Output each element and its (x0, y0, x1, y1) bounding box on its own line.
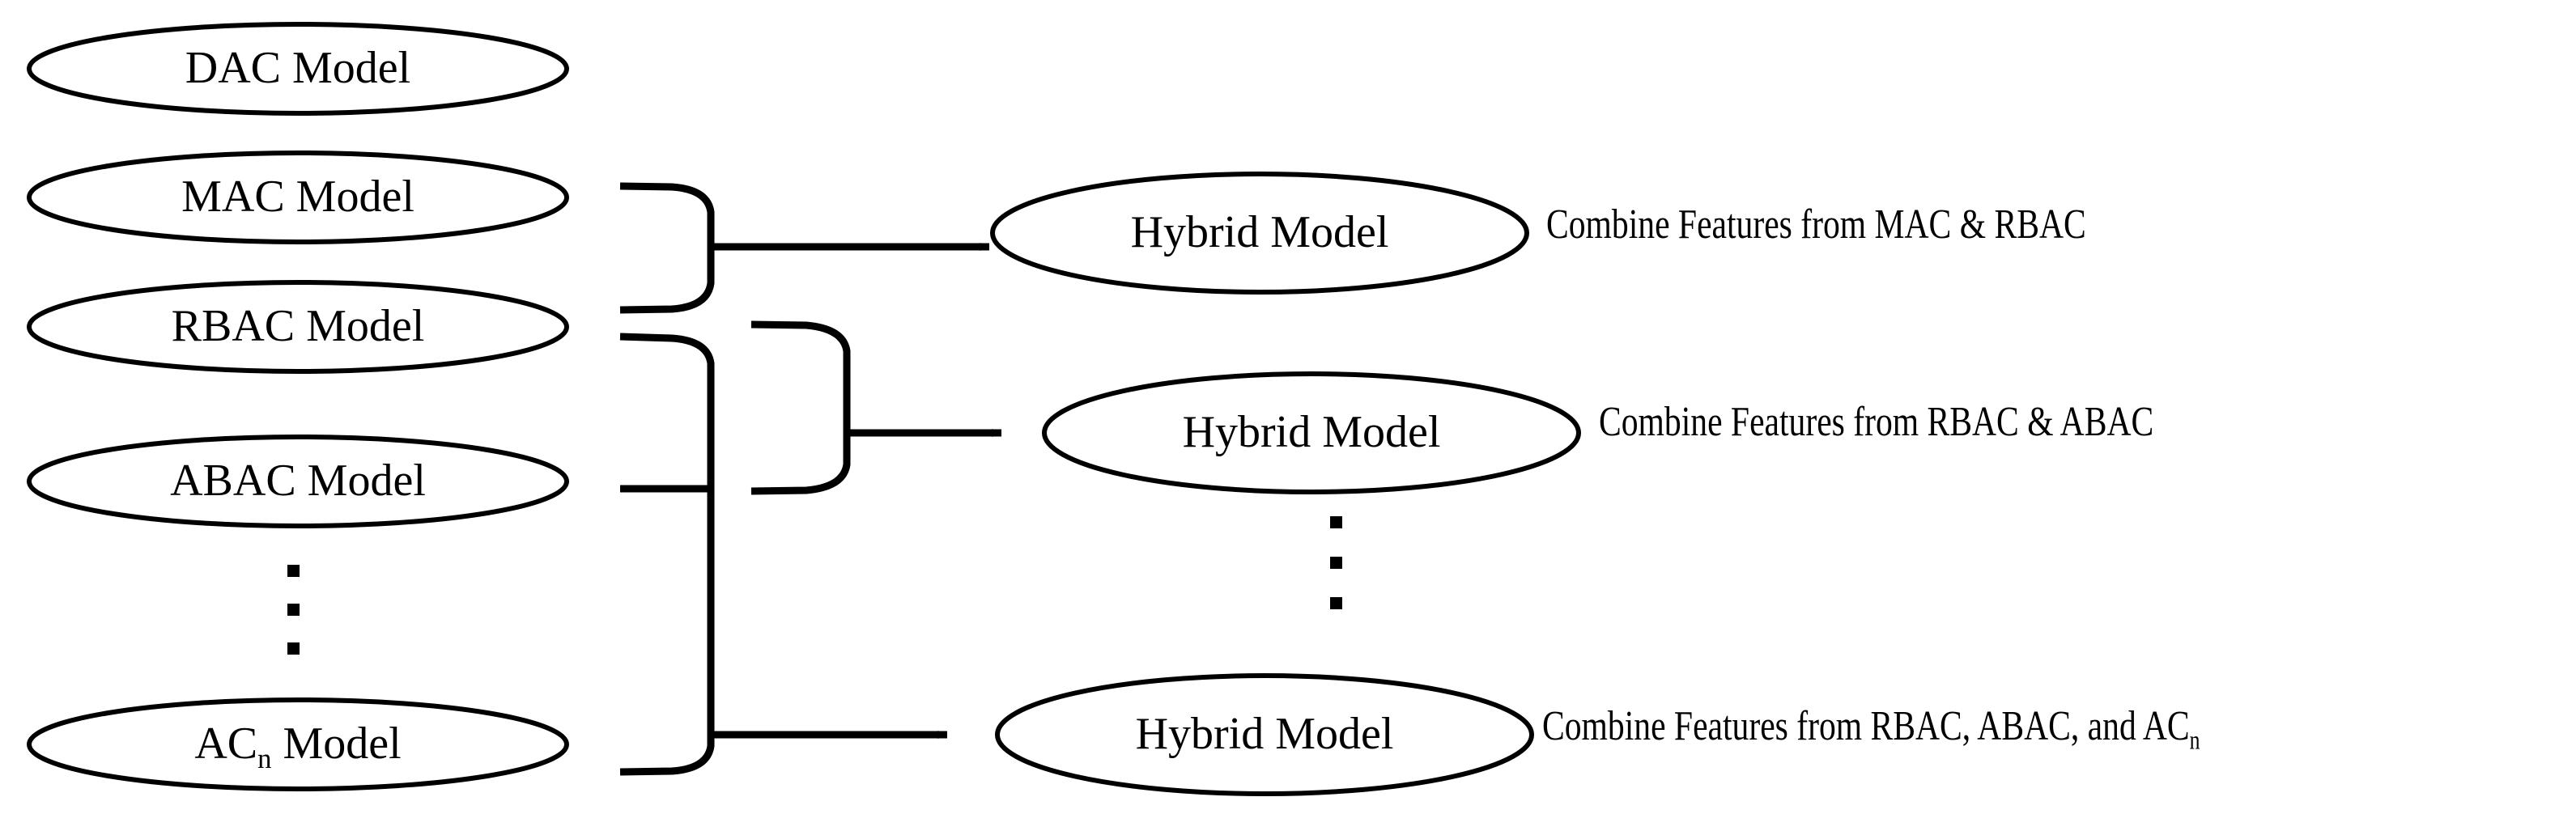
label-dac-model: DAC Model (185, 43, 411, 93)
brace-upper-arm (750, 320, 851, 433)
brace-upper-arm (619, 182, 715, 247)
ellipsis-dot (1330, 557, 1342, 569)
brace-upper-arm (619, 333, 715, 735)
ellipse-hybrid-model-1[interactable] (990, 172, 1529, 295)
ellipse-abac-model[interactable] (27, 435, 569, 528)
caption-hybrid-model-2: Combine Features from RBAC & ABAC (1599, 399, 2154, 445)
label-hybrid-model-3: Hybrid Model (1135, 709, 1394, 759)
middle-vertical-ellipsis (1330, 516, 1342, 609)
brace-lower-arm (619, 247, 715, 314)
label-rbac-model: RBAC Model (171, 301, 425, 351)
brace-lower-arm (619, 735, 715, 776)
ellipse-hybrid-model-2[interactable] (1042, 371, 1581, 494)
caption-hybrid-model-3: Combine Features from RBAC, ABAC, and AC… (1542, 703, 2200, 755)
left-vertical-ellipsis (287, 565, 300, 655)
ellipsis-dot (287, 604, 300, 616)
brace-rbac-abac (750, 320, 1002, 495)
source-model-ellipses (27, 22, 569, 791)
ellipsis-dot (1330, 597, 1342, 609)
ellipsis-dot (1330, 516, 1342, 528)
label-abac-model: ABAC Model (170, 456, 426, 506)
ellipse-acn-model[interactable] (27, 697, 569, 791)
caption-hybrid-model-1: Combine Features from MAC & RBAC (1546, 201, 2086, 248)
brace-lower-arm (750, 433, 851, 495)
brace-rbac-abac-acn (619, 333, 948, 776)
ellipsis-dot (287, 642, 300, 655)
ellipse-hybrid-model-3[interactable] (995, 673, 1534, 796)
label-mac-model: MAC Model (181, 172, 414, 222)
hybrid-model-ellipses (990, 172, 1581, 796)
label-acn-model: ACn Model (194, 719, 402, 775)
label-hybrid-model-2: Hybrid Model (1182, 407, 1441, 457)
ellipse-rbac-model[interactable] (27, 280, 569, 374)
label-hybrid-model-1: Hybrid Model (1130, 207, 1389, 257)
brace-mac-rbac (619, 182, 990, 314)
ellipsis-dot (287, 565, 300, 577)
ellipse-dac-model[interactable] (27, 22, 569, 116)
ellipse-mac-model[interactable] (27, 151, 569, 244)
